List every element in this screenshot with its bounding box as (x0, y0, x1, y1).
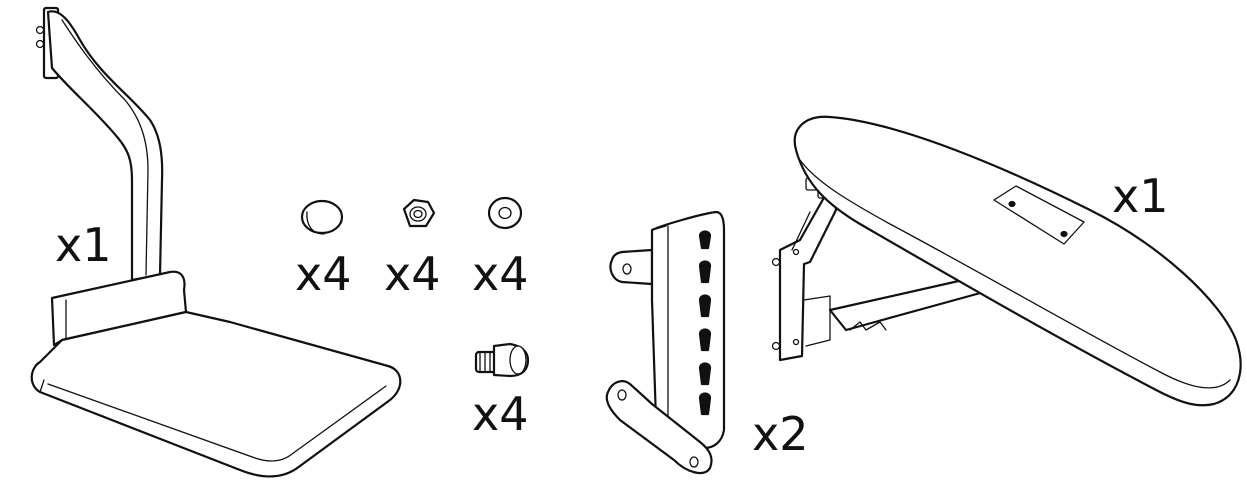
nut-part (402, 198, 436, 228)
armrest-part (771, 115, 1242, 407)
footrest-part (30, 6, 402, 478)
armrest-quantity: x1 (1112, 169, 1169, 223)
washer-part (487, 196, 523, 230)
nut-quantity: x4 (384, 247, 441, 301)
footrest-quantity: x1 (55, 218, 112, 272)
bracket-part (605, 210, 726, 475)
bolt-part (474, 342, 530, 378)
washer-quantity: x4 (472, 247, 529, 301)
bolt-quantity: x4 (472, 387, 529, 441)
cap-quantity: x4 (295, 247, 352, 301)
cap-part (300, 199, 344, 235)
bracket-quantity: x2 (752, 407, 809, 461)
